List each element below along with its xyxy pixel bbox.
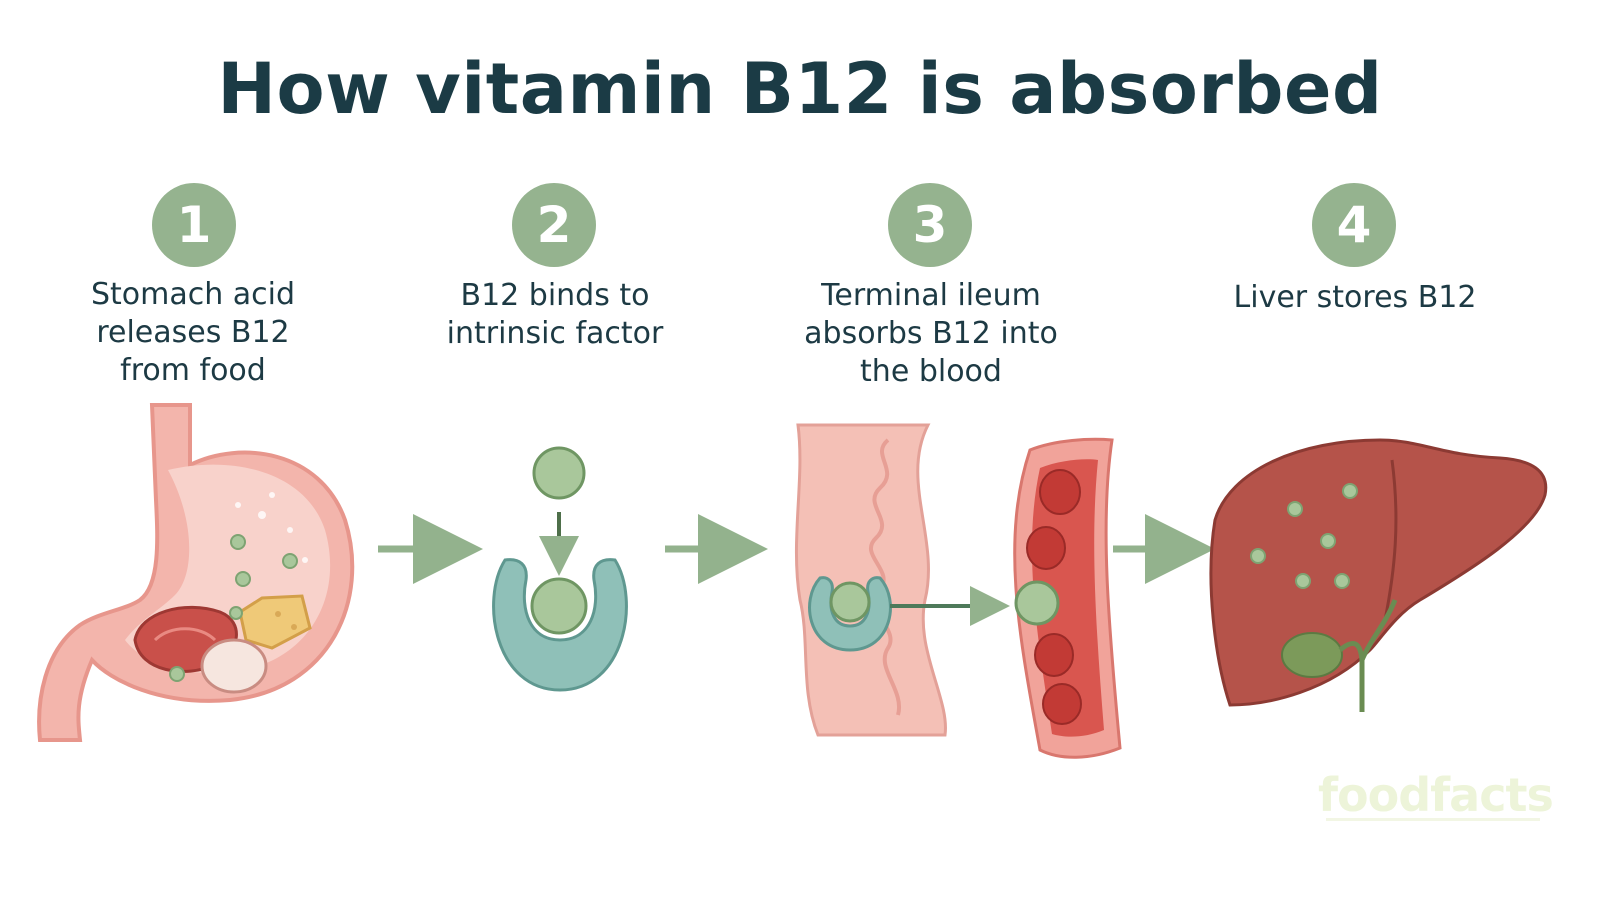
watermark-underline	[1326, 818, 1540, 821]
stomach-illustration	[39, 405, 352, 740]
ileum-illustration	[796, 425, 990, 735]
liver-illustration	[1211, 440, 1546, 712]
intrinsic-factor-illustration	[494, 448, 627, 690]
watermark-logo: foodfacts	[1318, 768, 1553, 822]
blood-vessel-illustration	[1015, 439, 1120, 757]
